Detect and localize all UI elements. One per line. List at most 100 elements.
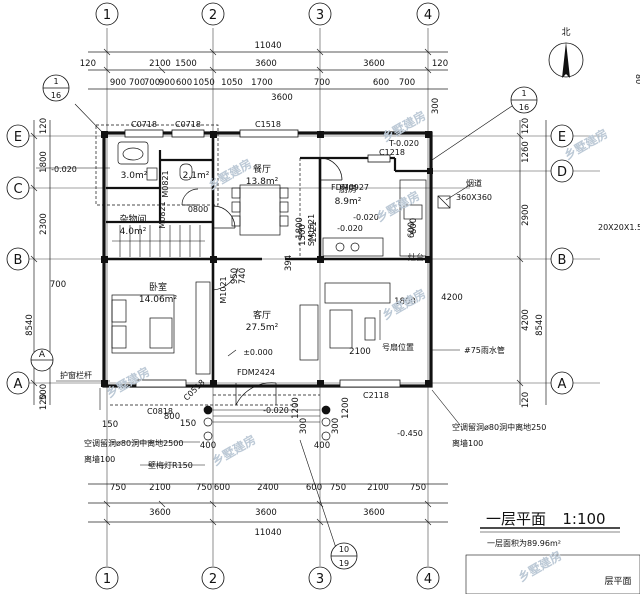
axis-label-top: 2 xyxy=(209,8,217,23)
dimension-bottom-main: 3600 xyxy=(363,508,385,518)
opening-code: SM1521 xyxy=(307,214,316,246)
dimension-bottom-main: 3600 xyxy=(255,508,277,518)
room-area: 8.9m² xyxy=(335,197,362,207)
axis-label-left: C xyxy=(13,182,22,197)
structural-columns xyxy=(101,131,433,387)
room-area: 13.8m² xyxy=(246,177,279,187)
axis-label-top: 4 xyxy=(424,8,432,23)
axis-label-right: E xyxy=(558,130,566,145)
dimension-misc: 4200 xyxy=(441,293,463,303)
dimension-right: 120 xyxy=(521,118,531,134)
room-area: 2.1m² xyxy=(183,171,210,181)
dimension-left: 8540 xyxy=(25,314,35,336)
dimension-misc: 300 xyxy=(331,418,341,434)
axis-label-left: A xyxy=(14,377,23,392)
axis-bubbles xyxy=(6,2,574,590)
opening-code: C0718 xyxy=(131,120,157,129)
dimension-misc: 2100 xyxy=(349,347,371,357)
dimension-misc: 1521 xyxy=(309,221,319,243)
dimension-misc: 300 xyxy=(299,418,309,434)
dimension-top-detail: 1050 xyxy=(221,78,243,88)
dimension-bottom-row: 750 xyxy=(330,483,346,493)
opening-code: FDM2424 xyxy=(237,368,275,377)
axis-label-right: D xyxy=(557,165,567,180)
level-mark: ±0.000 xyxy=(243,348,273,357)
dimension-top-detail: 900 xyxy=(159,78,175,88)
index-circle-number: 1 xyxy=(521,89,526,98)
level-mark: -0.020 xyxy=(51,165,77,174)
dimension-right: 4200 xyxy=(521,309,531,331)
room-area: 27.5m² xyxy=(246,323,279,333)
index-circle-sheet: 16 xyxy=(519,103,529,112)
opening-code: M0821 xyxy=(161,170,170,197)
dining-set xyxy=(231,184,289,236)
ac-hole-note: 空调留洞ø80洞中离地2500 xyxy=(84,438,183,448)
title-corner: 层平面 xyxy=(604,576,631,587)
dimension-bottom-row: 600 xyxy=(214,483,230,493)
dimension-bottom-row: 600 xyxy=(306,483,322,493)
dimension-misc: 950 xyxy=(230,268,240,284)
dimension-misc: 800 xyxy=(164,412,180,422)
room-area: 14.06m² xyxy=(139,295,178,305)
opening-code: C0818 xyxy=(147,407,173,416)
dimension-misc: 3600 xyxy=(271,93,293,103)
dimension-misc: 1200 xyxy=(341,397,351,419)
axis-label-bottom: 2 xyxy=(209,572,217,587)
edge-note: 80 xyxy=(634,74,640,84)
front-steps xyxy=(99,388,320,423)
flue-size-note: 360X360 xyxy=(456,193,492,202)
flue-box xyxy=(437,195,451,209)
axis-label-top: 3 xyxy=(316,8,324,23)
dimension-misc: 1200 xyxy=(291,397,301,419)
stove-note: 灶台 xyxy=(408,252,424,262)
leader-lines xyxy=(36,103,516,561)
index-circle-number: 1 xyxy=(53,77,58,86)
dimension-top-detail: 700 xyxy=(399,78,415,88)
watermark-text: 乡墅建房 xyxy=(209,432,258,469)
kitchen-counter xyxy=(322,179,427,257)
dimension-right: 120 xyxy=(521,392,531,408)
dimension-top-row: 2100 xyxy=(149,59,171,69)
axis-label-bottom: 4 xyxy=(424,572,432,587)
dimension-top-detail: 700 xyxy=(314,78,330,88)
opening-code: C2118 xyxy=(363,391,389,400)
dimension-total-top: 11040 xyxy=(254,41,281,51)
bubble-dividers xyxy=(31,87,537,557)
axis-label-bottom: 1 xyxy=(103,572,111,587)
dimension-bottom-row: 2100 xyxy=(367,483,389,493)
dimension-misc: 400 xyxy=(200,441,216,451)
meter-note: 号扇位置 xyxy=(382,342,414,352)
opening-code: C0718 xyxy=(175,120,201,129)
axis-label-top: 1 xyxy=(103,8,111,23)
room-name: 杂物间 xyxy=(119,213,146,225)
bed xyxy=(111,281,211,375)
dimension-ticks xyxy=(30,48,524,526)
opening-code: FDM0927 xyxy=(331,183,369,192)
dimension-top-detail: 1700 xyxy=(251,78,273,88)
dimension-top-row: 1500 xyxy=(175,59,197,69)
dimension-right: 8540 xyxy=(535,314,545,336)
dimension-misc: 300 xyxy=(431,98,441,114)
dimension-misc: 600 xyxy=(409,218,419,234)
north-label: 北 xyxy=(561,27,570,38)
index-circle-number: 10 xyxy=(339,545,349,554)
dimension-bottom-row: 2400 xyxy=(257,483,279,493)
watermark-text: 乡墅建房 xyxy=(379,286,428,323)
ac-hole-note: 离墙100 xyxy=(452,438,483,448)
index-circle-sheet: 19 xyxy=(339,559,349,568)
room-area: 3.0m² xyxy=(121,171,148,181)
downpipe-note: #75雨水管 xyxy=(464,345,505,355)
dimension-lines xyxy=(33,51,547,523)
opening-code: 0800 xyxy=(188,205,208,214)
windows xyxy=(124,129,401,388)
level-mark: T-0.020 xyxy=(388,139,419,148)
dimension-bottom-row: 2100 xyxy=(149,483,171,493)
dimension-misc: 400 xyxy=(314,441,330,451)
dimension-bottom-main: 3600 xyxy=(149,508,171,518)
dimension-bottom-row: 750 xyxy=(110,483,126,493)
dimension-misc: 1800 xyxy=(394,297,416,307)
title-area: 一层面积为89.96m² xyxy=(487,538,561,548)
dimension-top-detail: 700 xyxy=(129,78,145,88)
